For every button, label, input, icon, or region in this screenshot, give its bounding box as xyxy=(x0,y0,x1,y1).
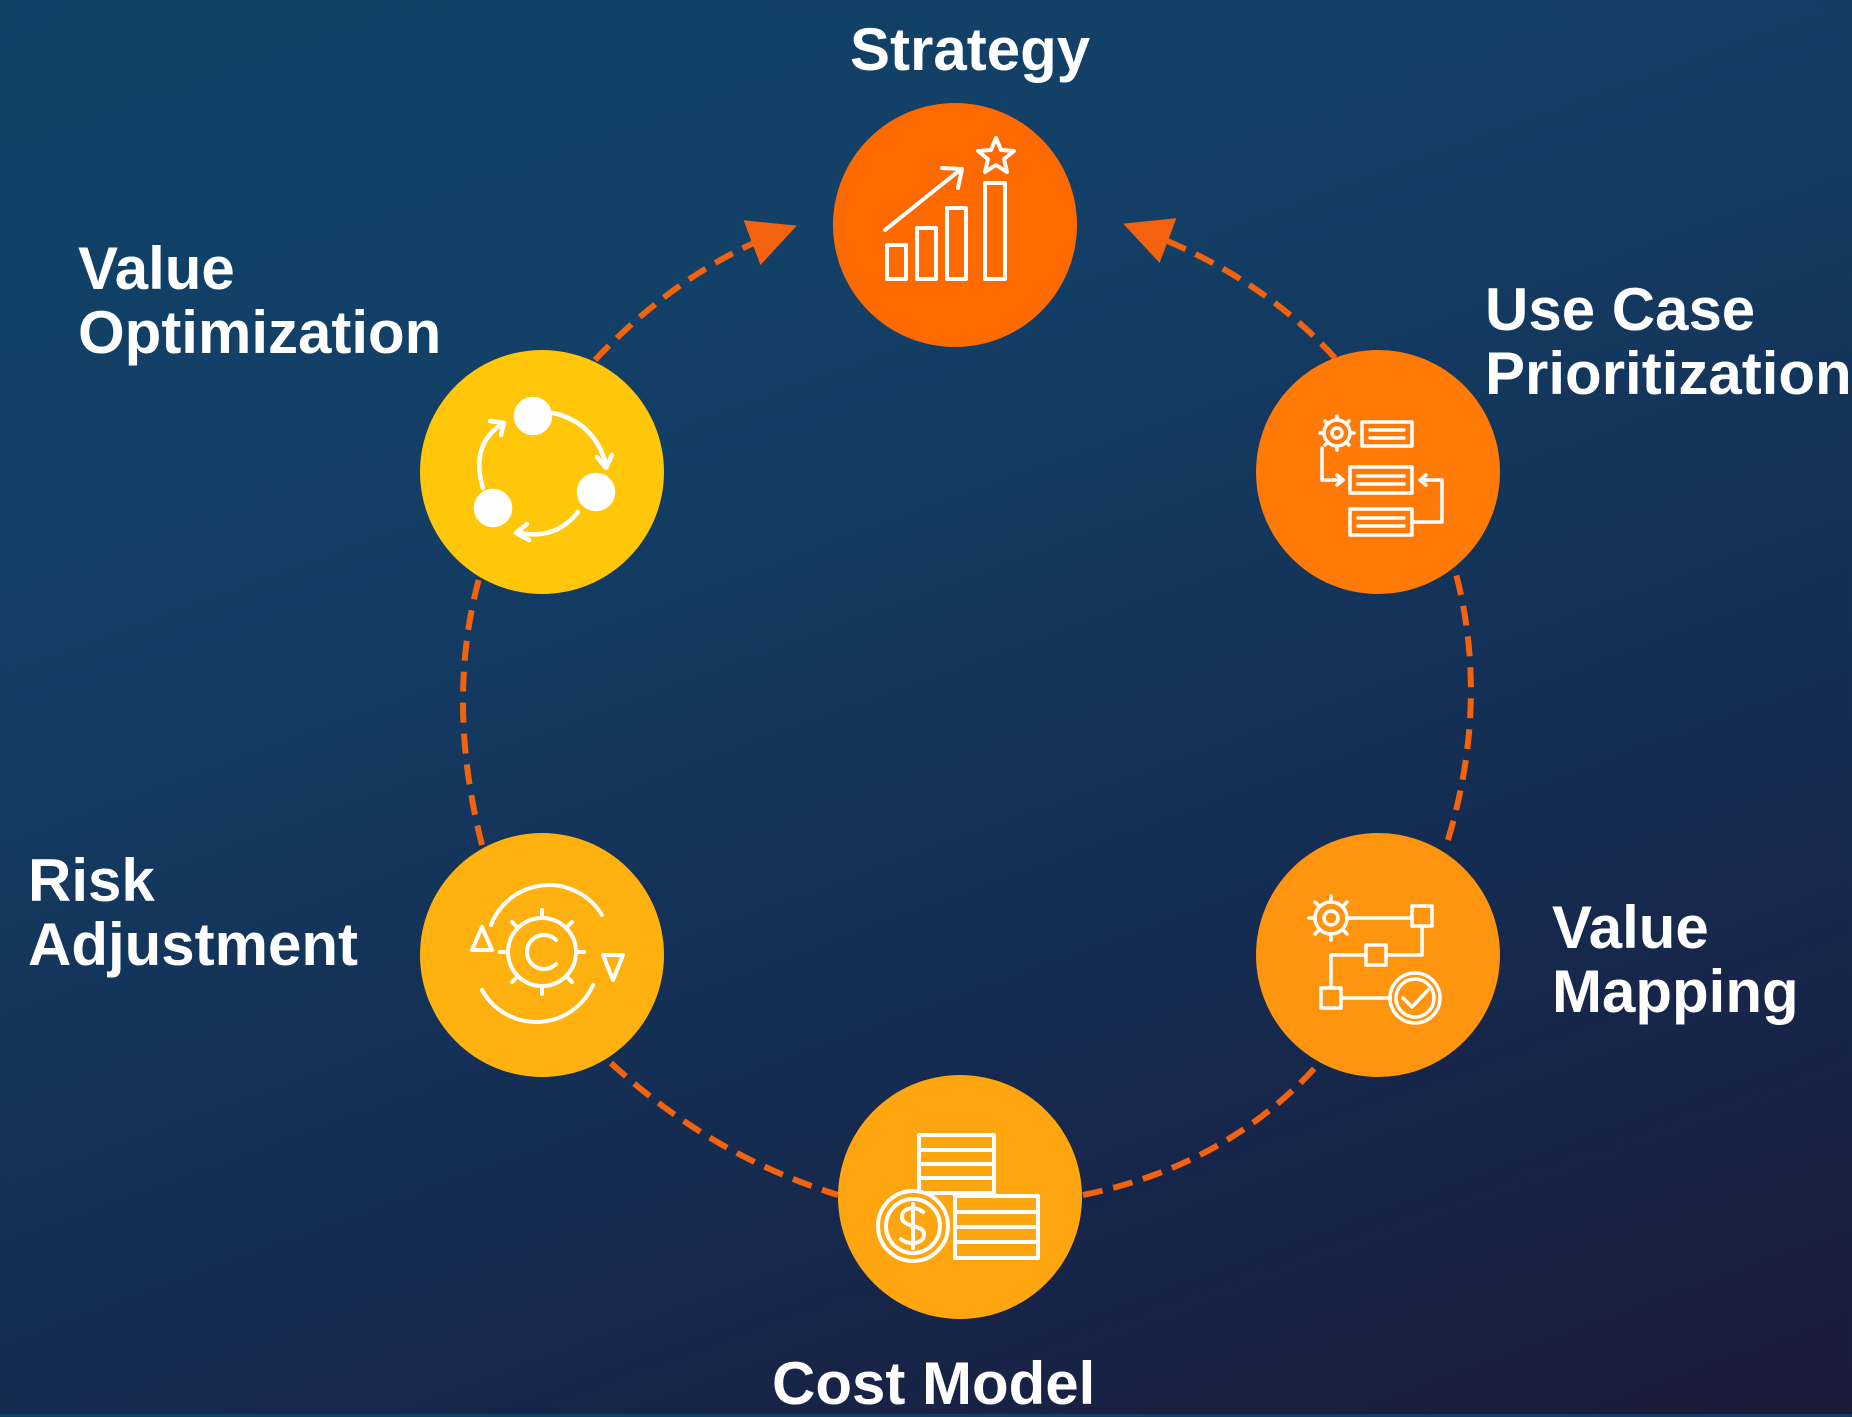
gear-cycle-arrows-icon xyxy=(470,883,625,1025)
node-risk-adjustment xyxy=(420,833,664,1077)
label-cost-model: Cost Model xyxy=(772,1352,1095,1416)
label-value-mapping-line-2: Mapping xyxy=(1552,958,1799,1025)
label-use-case-prioritization-line-2: Prioritization xyxy=(1485,340,1852,407)
label-value-optimization: Value Optimization xyxy=(78,237,441,365)
node-value-mapping xyxy=(1256,833,1500,1077)
label-risk-adjustment-line-2: Adjustment xyxy=(28,911,358,978)
connector-use-case-to-strategy xyxy=(1123,218,1338,361)
label-strategy-line-1: Strategy xyxy=(850,16,1091,83)
label-risk-adjustment-line-1: Risk xyxy=(28,847,155,914)
growth-chart-star-icon xyxy=(883,136,1016,281)
label-value-mapping-line-1: Value xyxy=(1552,894,1709,961)
node-circle-value-mapping xyxy=(1256,833,1500,1077)
label-cost-model-line-1: Cost Model xyxy=(772,1350,1096,1417)
connector-cost-model-to-value-mapping xyxy=(1082,1058,1325,1198)
node-circle-strategy xyxy=(833,103,1077,347)
node-circle-value-optimization xyxy=(420,350,664,594)
label-value-optimization-line-2: Optimization xyxy=(78,299,442,366)
node-value-optimization xyxy=(420,350,664,594)
connector-risk-to-value-optimization xyxy=(460,574,485,846)
cycle-dots-icon xyxy=(473,396,616,543)
label-use-case-prioritization-line-1: Use Case xyxy=(1485,276,1756,343)
connector-risk-to-cost-model xyxy=(608,1060,839,1198)
gear-flowchart-list-icon xyxy=(1318,414,1444,537)
node-strategy xyxy=(833,103,1077,347)
coin-stack-dollar-icon xyxy=(876,1133,1040,1263)
label-risk-adjustment: Risk Adjustment xyxy=(28,849,358,977)
label-strategy: Strategy xyxy=(850,18,1090,82)
connector-value-optimization-to-strategy xyxy=(592,220,797,363)
node-circle-use-case-prioritization xyxy=(1256,350,1500,594)
label-value-mapping: Value Mapping xyxy=(1552,896,1799,1024)
node-circle-risk-adjustment xyxy=(420,833,664,1077)
connectors xyxy=(460,218,1474,1198)
label-use-case-prioritization: Use Case Prioritization xyxy=(1485,278,1852,406)
node-cost-model xyxy=(838,1075,1082,1319)
gear-process-check-icon xyxy=(1307,894,1442,1025)
node-use-case-prioritization xyxy=(1256,350,1500,594)
label-value-optimization-line-1: Value xyxy=(78,235,235,302)
connector-value-mapping-to-use-case xyxy=(1445,569,1474,841)
